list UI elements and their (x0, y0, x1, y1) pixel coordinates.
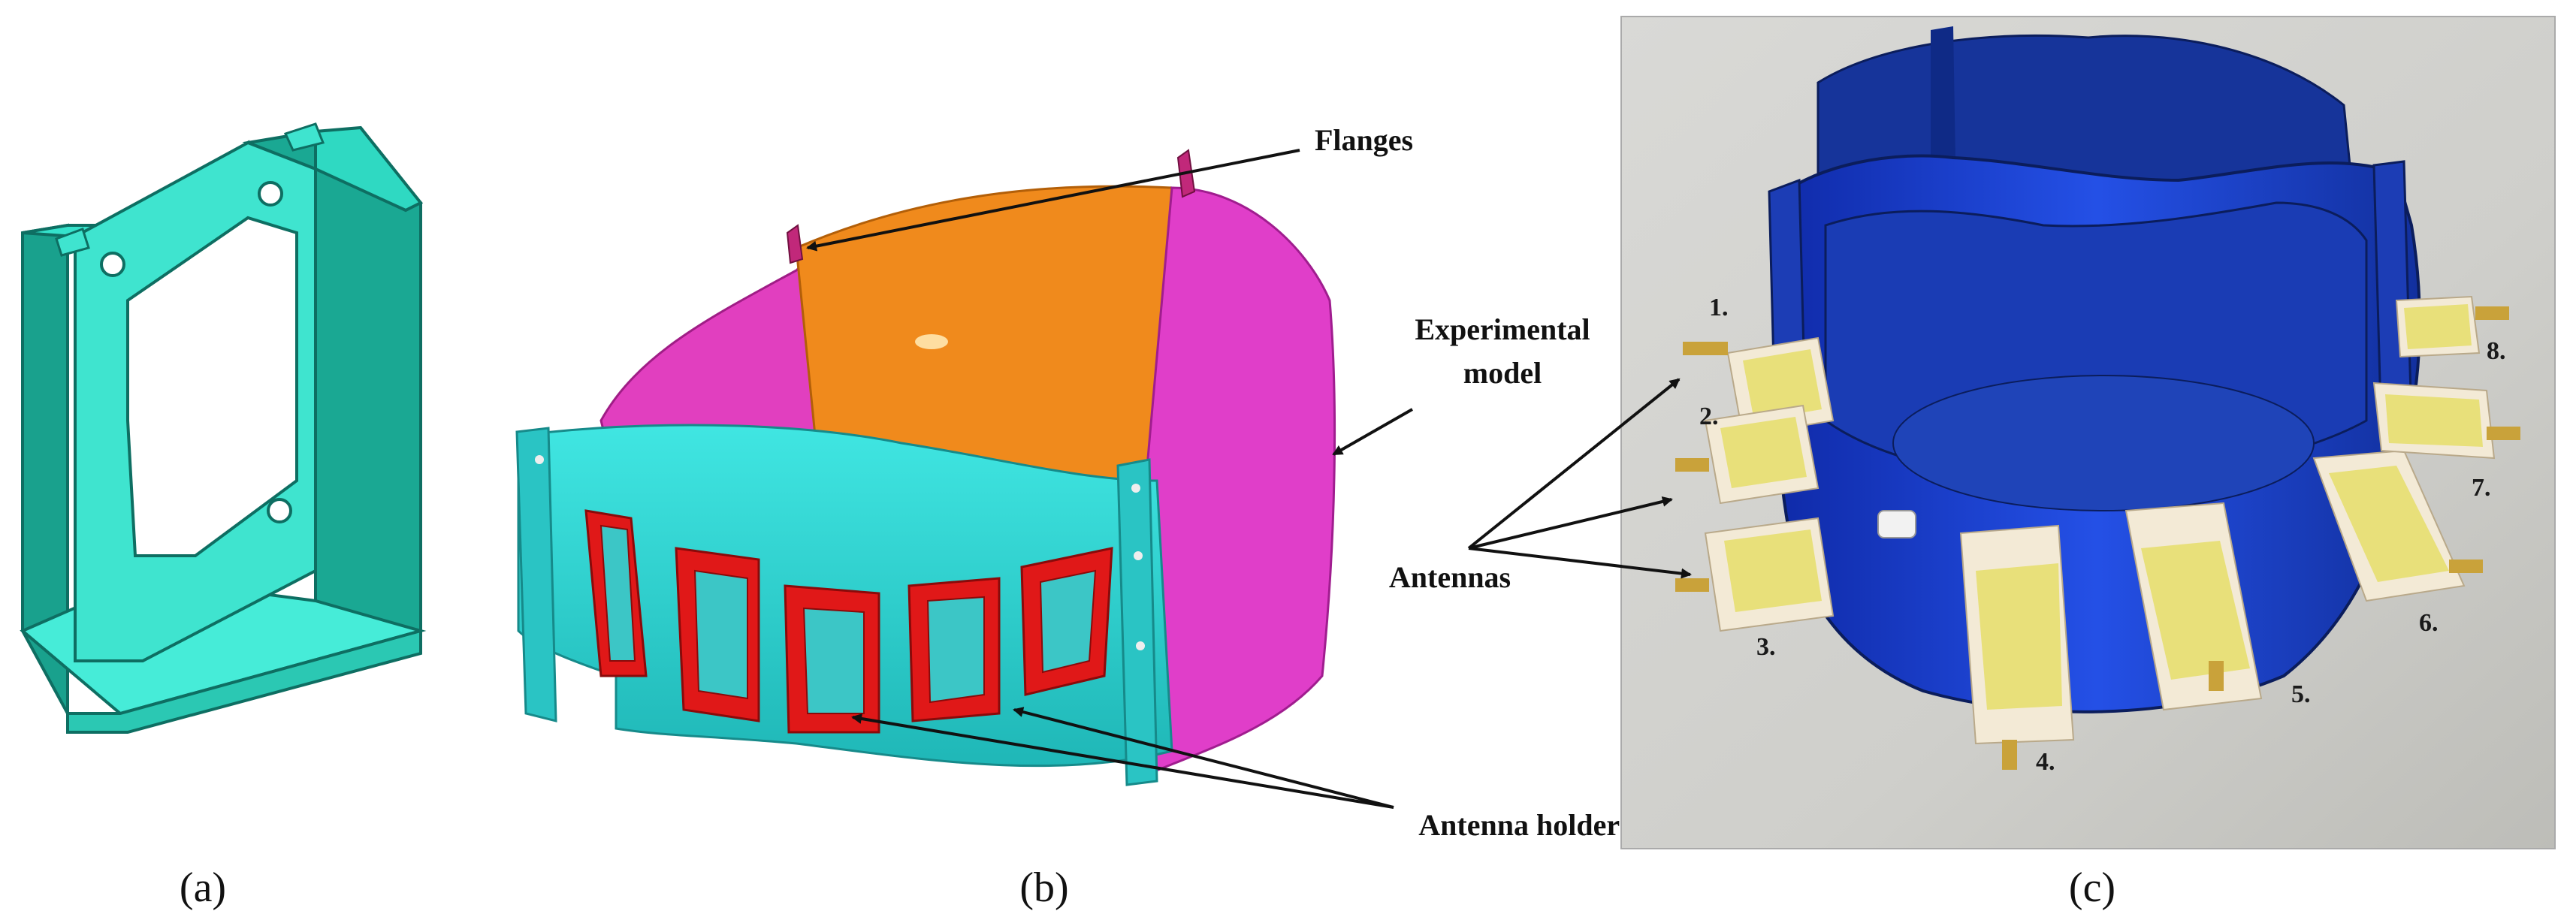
caption-a: (a) (180, 864, 226, 911)
antenna-number-8: 8. (2487, 337, 2506, 365)
antenna-holders-label: Antenna holders (1418, 808, 1631, 842)
phantom-photo (1768, 26, 2421, 713)
antenna-number-4: 4. (2036, 748, 2055, 776)
antennas-label: Antennas (1389, 560, 1511, 594)
antennas-arrow-2 (1468, 496, 1673, 550)
antennas-arrow-1 (1467, 378, 1681, 550)
panel-b: Flanges Experimental model Antenna holde… (515, 123, 1632, 911)
antenna-number-7: 7. (2472, 474, 2491, 502)
antenna-holders-cad (584, 509, 1113, 734)
antenna-6 (2312, 449, 2483, 602)
antenna-3 (1675, 517, 1835, 632)
antenna-2 (1675, 404, 1820, 505)
antenna-number-labels: 1. 2. 3. 4. 5. 6. 7. 8. (1699, 294, 2506, 776)
antennas-arrow-3 (1468, 547, 1692, 579)
antenna-number-5: 5. (2291, 680, 2311, 708)
antenna-5 (2125, 502, 2263, 711)
antenna-7 (2372, 382, 2520, 460)
antenna-number-1: 1. (1709, 294, 1729, 321)
experimental-model-cad (515, 149, 1336, 786)
antenna-1 (1683, 336, 1835, 437)
antenna-holders-arrow-1 (851, 713, 1394, 809)
antenna-holder-cad (20, 122, 427, 734)
caption-c: (c) (2069, 864, 2115, 911)
antenna-number-6: 6. (2419, 609, 2439, 637)
antenna-number-2: 2. (1699, 403, 1719, 430)
panel-a: (a) (20, 122, 427, 911)
flanges-label: Flanges (1315, 123, 1413, 157)
flanges-arrow (806, 149, 1300, 252)
experimental-model-label-line1: Experimental (1415, 312, 1590, 346)
antenna-8 (2395, 295, 2509, 358)
panel-c: 1. 2. 3. 4. 5. 6. 7. 8. Antennas (c) (1389, 16, 2556, 911)
antenna-holders-arrow-2 (1013, 707, 1394, 809)
experimental-model-label-line2: model (1463, 356, 1542, 390)
antenna-4 (1959, 524, 2075, 770)
caption-b: (b) (1019, 864, 1068, 911)
antennas-photo (1675, 295, 2520, 770)
experimental-model-arrow (1332, 408, 1413, 456)
antenna-number-3: 3. (1756, 633, 1776, 661)
